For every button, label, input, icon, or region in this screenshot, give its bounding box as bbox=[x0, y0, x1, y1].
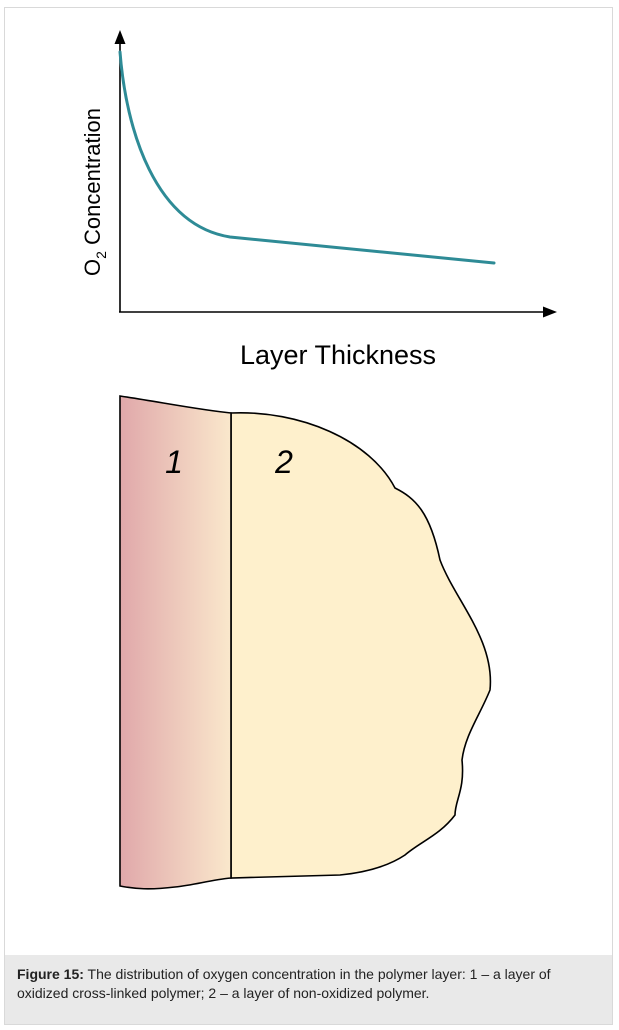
y-axis-arrowhead bbox=[114, 30, 126, 44]
figure-caption: Figure 15: The distribution of oxygen co… bbox=[5, 955, 612, 1024]
y-axis-label-main: O bbox=[80, 259, 105, 276]
layer-1-label: 1 bbox=[165, 444, 183, 480]
y-axis-label-subscript: 2 bbox=[93, 251, 109, 259]
layer-2-label: 2 bbox=[274, 444, 293, 480]
layer-2-shape bbox=[230, 412, 492, 879]
caption-label: Figure 15: bbox=[17, 966, 84, 982]
layer-1-shape bbox=[119, 395, 232, 890]
x-axis-arrowhead bbox=[543, 306, 557, 318]
concentration-curve bbox=[118, 50, 496, 265]
y-axis-label: O2 Concentration bbox=[80, 108, 109, 276]
x-axis-label: Layer Thickness bbox=[240, 340, 436, 370]
y-axis-label-rest: Concentration bbox=[80, 108, 105, 251]
caption-text: The distribution of oxygen concentration… bbox=[17, 966, 551, 1001]
